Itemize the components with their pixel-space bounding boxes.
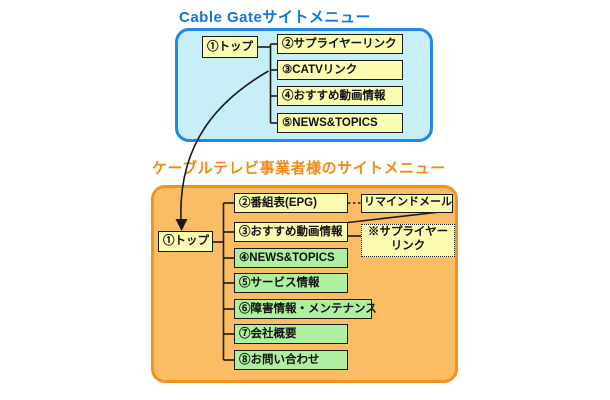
op-node-recommended-video: ③おすすめ動画情報 [234, 222, 348, 242]
recommend-remind-link [347, 211, 441, 224]
supplier-link-note-line1: ※サプライヤー [367, 226, 449, 238]
op-node-trouble-maintenance: ⑥障害情報・メンテナンス [234, 299, 377, 319]
op-node-epg: ②番組表(EPG) [234, 193, 348, 213]
cg-node-recommended-video: ④おすすめ動画情報 [277, 86, 403, 106]
op-node-contact: ⑧お問い合わせ [234, 350, 348, 370]
cg-node-catv-link: ③CATVリンク [277, 60, 403, 80]
cg-node-news-topics: ⑤NEWS&TOPICS [277, 113, 403, 133]
op-node-remind-mail: リマインドメール [361, 194, 453, 213]
op-node-top: ①トップ [158, 231, 213, 252]
op-node-service-info: ⑤サービス情報 [234, 273, 348, 293]
cg-node-supplier-link: ②サプライヤーリンク [277, 34, 403, 54]
op-node-supplier-link-note: ※サプライヤー リンク [361, 224, 455, 257]
op-node-company-profile: ⑦会社概要 [234, 324, 348, 344]
cable-gate-title: Cable Gateサイトメニュー [179, 9, 371, 26]
op-node-news-topics: ④NEWS&TOPICS [234, 248, 348, 268]
cross-site-arrow-curve [180, 70, 269, 221]
supplier-link-note-line2: リンク [390, 240, 426, 252]
operator-title: ケーブルテレビ事業者様のサイトメニュー [152, 160, 446, 177]
cg-node-top: ①トップ [202, 36, 258, 58]
cross-site-arrowhead [175, 219, 188, 231]
